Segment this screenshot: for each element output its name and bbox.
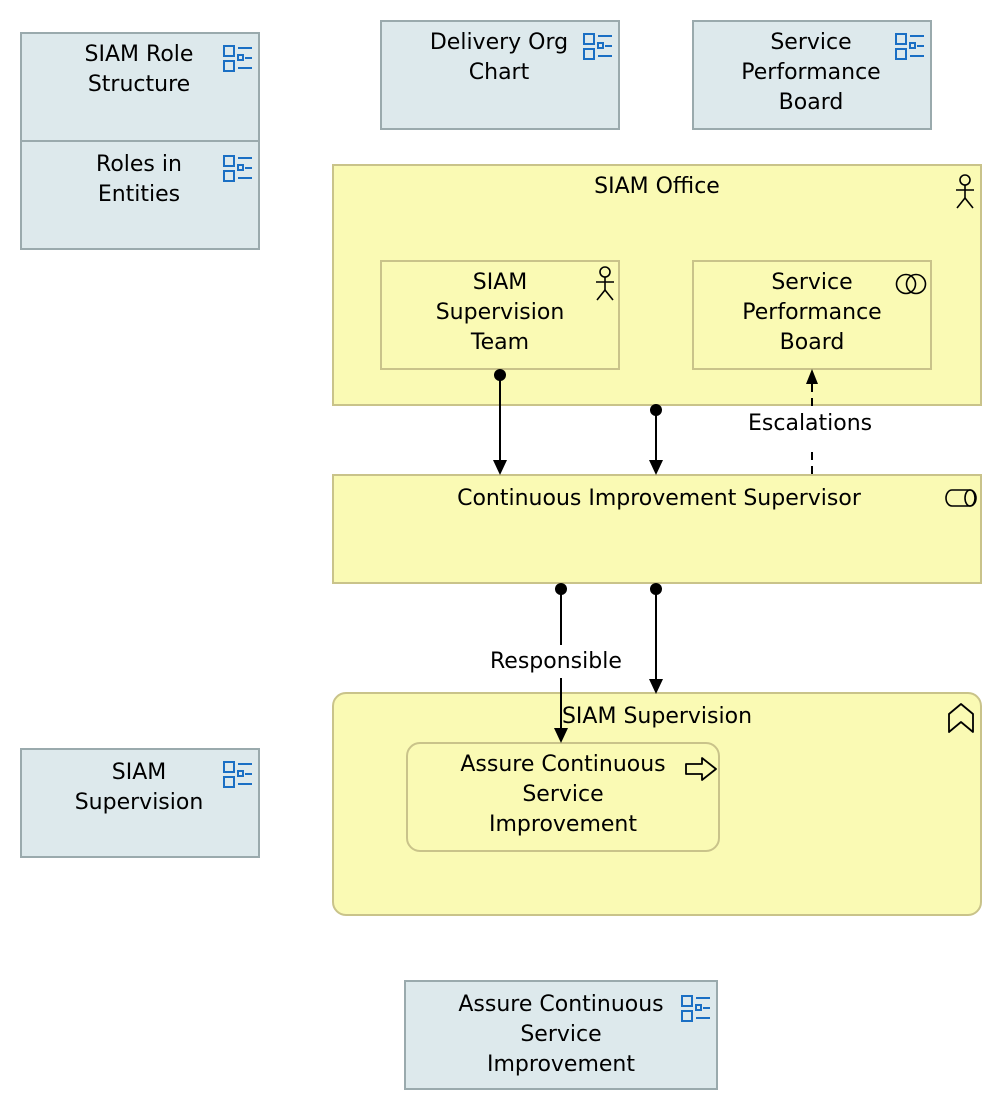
view-ref-roles-in-entities[interactable]: Roles in Entities bbox=[20, 140, 260, 250]
siam-supervision-function-label: SIAM Supervision bbox=[561, 704, 753, 729]
siam-office[interactable]: SIAM Office SIAM Supervision Team Servic… bbox=[332, 164, 982, 406]
assure-csi-process-label: Assure Continuous Service Improvement bbox=[460, 752, 666, 837]
escalations-label: Escalations bbox=[748, 411, 873, 436]
view-reference-icon bbox=[223, 761, 252, 788]
siam-supervision-function[interactable]: SIAM Supervision Assure Continuous Servi… bbox=[332, 692, 982, 916]
view-ref-label: Roles in Entities bbox=[96, 152, 182, 207]
responsible-assignment-connector[interactable] bbox=[554, 583, 568, 743]
view-reference-icon bbox=[681, 995, 710, 1022]
view-reference-icon bbox=[223, 45, 252, 72]
view-ref-label: SIAM Supervision bbox=[74, 760, 204, 815]
business-actor-icon bbox=[596, 266, 614, 301]
continuous-improvement-supervisor-label: Continuous Improvement Supervisor bbox=[457, 486, 861, 511]
assignment-connector-team-to-supervisor[interactable] bbox=[493, 369, 507, 475]
siam-supervision-team[interactable]: SIAM Supervision Team bbox=[380, 260, 620, 370]
view-reference-icon bbox=[895, 33, 924, 60]
service-performance-board-collaboration[interactable]: Service Performance Board bbox=[692, 260, 932, 370]
business-role-icon bbox=[945, 489, 977, 507]
business-actor-icon bbox=[956, 174, 974, 209]
siam-office-label: SIAM Office bbox=[594, 174, 720, 199]
view-ref-siam-supervision[interactable]: SIAM Supervision bbox=[20, 748, 260, 858]
assignment-connector-office-to-supervisor[interactable] bbox=[649, 404, 663, 475]
view-ref-service-performance-board[interactable]: Service Performance Board bbox=[692, 20, 932, 130]
service-performance-board-label: Service Performance Board bbox=[742, 270, 882, 355]
collaboration-icon bbox=[895, 273, 927, 295]
view-ref-siam-role-structure[interactable]: SIAM Role Structure bbox=[20, 32, 260, 142]
view-ref-delivery-org-chart[interactable]: Delivery Org Chart bbox=[380, 20, 620, 130]
business-function-icon bbox=[948, 703, 974, 733]
view-ref-label: Delivery Org Chart bbox=[429, 30, 569, 85]
siam-supervision-team-label: SIAM Supervision Team bbox=[435, 270, 565, 355]
responsible-label: Responsible bbox=[490, 649, 622, 674]
view-reference-icon bbox=[223, 155, 252, 182]
view-reference-icon bbox=[583, 33, 612, 60]
view-ref-label: Service Performance Board bbox=[741, 30, 881, 115]
view-ref-assure-continuous-service-improvement[interactable]: Assure Continuous Service Improvement bbox=[404, 980, 718, 1090]
escalations-flow-connector[interactable] bbox=[806, 369, 818, 474]
business-process-arrow-icon bbox=[685, 757, 717, 781]
continuous-improvement-supervisor[interactable]: Continuous Improvement Supervisor bbox=[332, 474, 982, 584]
assure-continuous-service-improvement-process[interactable]: Assure Continuous Service Improvement bbox=[406, 742, 720, 852]
assignment-connector-supervisor-to-function[interactable] bbox=[649, 583, 663, 694]
view-ref-label: SIAM Role Structure bbox=[84, 42, 194, 97]
view-ref-label: Assure Continuous Service Improvement bbox=[458, 992, 664, 1077]
